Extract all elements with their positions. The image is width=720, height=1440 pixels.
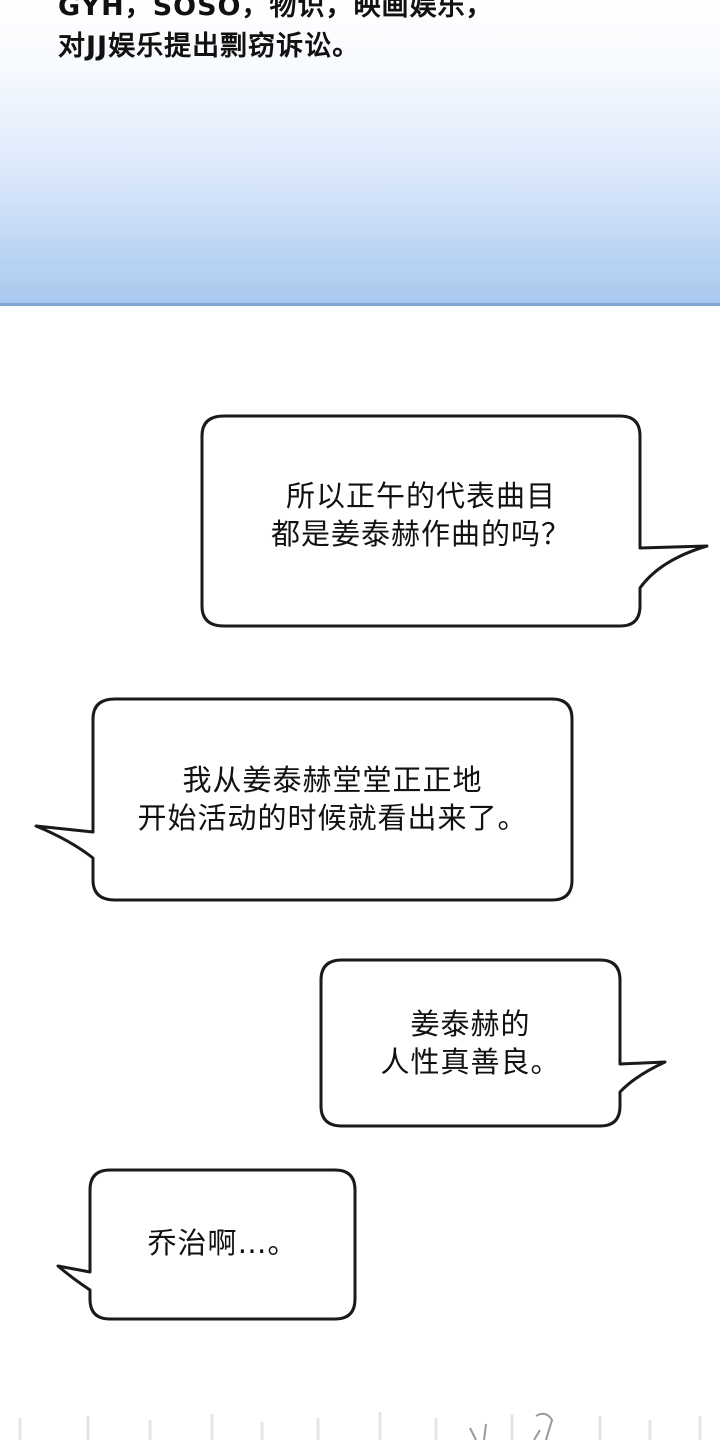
panel-border: [0, 303, 720, 306]
bottom-artwork-fragment: [18, 1412, 702, 1440]
bubble-3-line-2: 人性真善良。: [380, 1045, 561, 1079]
bubble-1-line-2: 都是姜泰赫作曲的吗？: [270, 517, 571, 551]
speech-bubble-4-text: 乔治啊…。: [90, 1224, 355, 1262]
speech-bubble-1-text: 所以正午的代表曲目 都是姜泰赫作曲的吗？: [202, 477, 640, 553]
bubble-2-line-1: 我从姜泰赫堂堂正正地: [182, 763, 483, 797]
bubble-3-line-1: 姜泰赫的: [410, 1007, 531, 1041]
speech-bubble-3-text: 姜泰赫的 人性真善良。: [321, 1005, 620, 1081]
caption-line-1: GYH，SOSO，物识，映画娱乐，: [58, 0, 494, 22]
bubble-4-line-1: 乔治啊…。: [147, 1226, 298, 1260]
bubble-2-line-2: 开始活动的时候就看出来了。: [137, 801, 528, 835]
bubble-1-line-1: 所以正午的代表曲目: [285, 479, 556, 513]
speech-bubble-2-text: 我从姜泰赫堂堂正正地 开始活动的时候就看出来了。: [93, 761, 572, 837]
comic-panel-top: GYH，SOSO，物识，映画娱乐， 对JJ娱乐提出剽窃诉讼。: [0, 0, 720, 306]
caption-line-2: 对JJ娱乐提出剽窃诉讼。: [58, 31, 361, 62]
